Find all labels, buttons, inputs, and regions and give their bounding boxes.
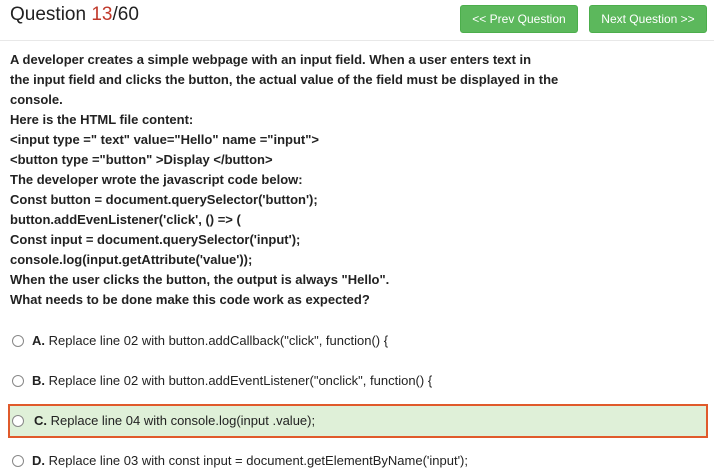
total-questions: /60 (112, 4, 139, 25)
question-counter: Question 13/60 (10, 4, 139, 26)
option-text: Replace line 02 with button.addEventList… (45, 373, 433, 388)
radio-button[interactable] (12, 375, 24, 387)
answer-options: A. Replace line 02 with button.addCallba… (8, 324, 708, 476)
option-b[interactable]: B. Replace line 02 with button.addEventL… (8, 364, 708, 398)
prev-question-button[interactable]: << Prev Question (460, 5, 578, 33)
option-c[interactable]: C. Replace line 04 with console.log(inpu… (8, 404, 708, 438)
option-d[interactable]: D. Replace line 03 with const input = do… (8, 444, 708, 476)
next-question-button[interactable]: Next Question >> (589, 5, 707, 33)
current-question-number: 13 (91, 4, 113, 25)
question-line: The developer wrote the javascript code … (10, 172, 303, 187)
question-line: Const input = document.querySelector('in… (10, 232, 301, 247)
question-label: Question (10, 4, 87, 25)
question-line: When the user clicks the button, the out… (10, 272, 390, 287)
radio-button[interactable] (12, 335, 24, 347)
question-line: <button type ="button" >Display </button… (10, 152, 273, 167)
option-text: Replace line 02 with button.addCallback(… (45, 333, 389, 348)
option-letter: C. (34, 413, 47, 428)
question-header: Question 13/60 << Prev Question Next Que… (0, 0, 714, 40)
question-text: A developer creates a simple webpage wit… (10, 50, 700, 310)
question-line: Here is the HTML file content: (10, 112, 194, 127)
question-line: What needs to be done make this code wor… (10, 292, 370, 307)
option-letter: D. (32, 453, 45, 468)
option-a[interactable]: A. Replace line 02 with button.addCallba… (8, 324, 708, 358)
question-line: button.addEvenListener('click', () => ( (10, 212, 241, 227)
question-line: Const button = document.querySelector('b… (10, 192, 318, 207)
radio-button[interactable] (12, 415, 24, 427)
question-line: A developer creates a simple webpage wit… (10, 52, 532, 67)
question-line: console. (10, 92, 63, 107)
question-line: console.log(input.getAttribute('value'))… (10, 252, 253, 267)
radio-button[interactable] (12, 455, 24, 467)
option-letter: A. (32, 333, 45, 348)
option-letter: B. (32, 373, 45, 388)
option-text: Replace line 03 with const input = docum… (45, 453, 468, 468)
question-line: <input type =" text" value="Hello" name … (10, 132, 319, 147)
question-line: the input field and clicks the button, t… (10, 72, 559, 87)
header-divider (0, 40, 714, 41)
option-text: Replace line 04 with console.log(input .… (47, 413, 316, 428)
